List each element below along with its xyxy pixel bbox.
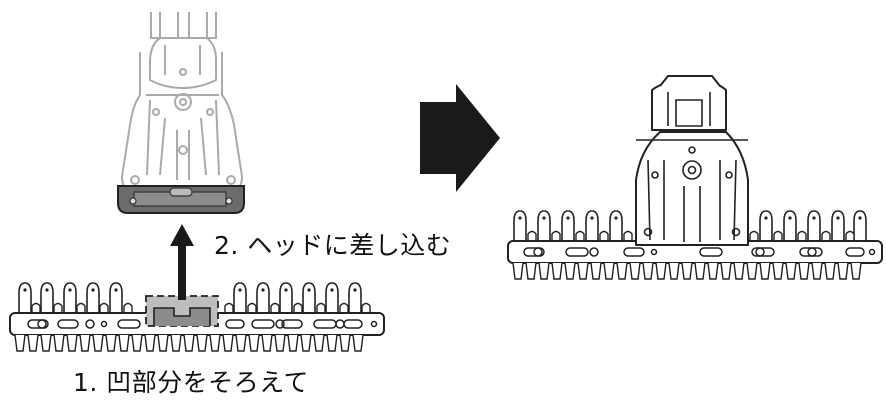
head-base-plate (117, 185, 245, 214)
right-arrow-icon (420, 84, 500, 192)
step1-caption: 1. 凹部分をそろえて (73, 368, 310, 397)
head-unit (121, 12, 243, 189)
blade-left (9, 282, 385, 352)
step2-caption: 2. ヘッドに差し込む (214, 231, 452, 260)
assembled-unit (507, 75, 883, 280)
up-arrow-icon (170, 224, 194, 300)
